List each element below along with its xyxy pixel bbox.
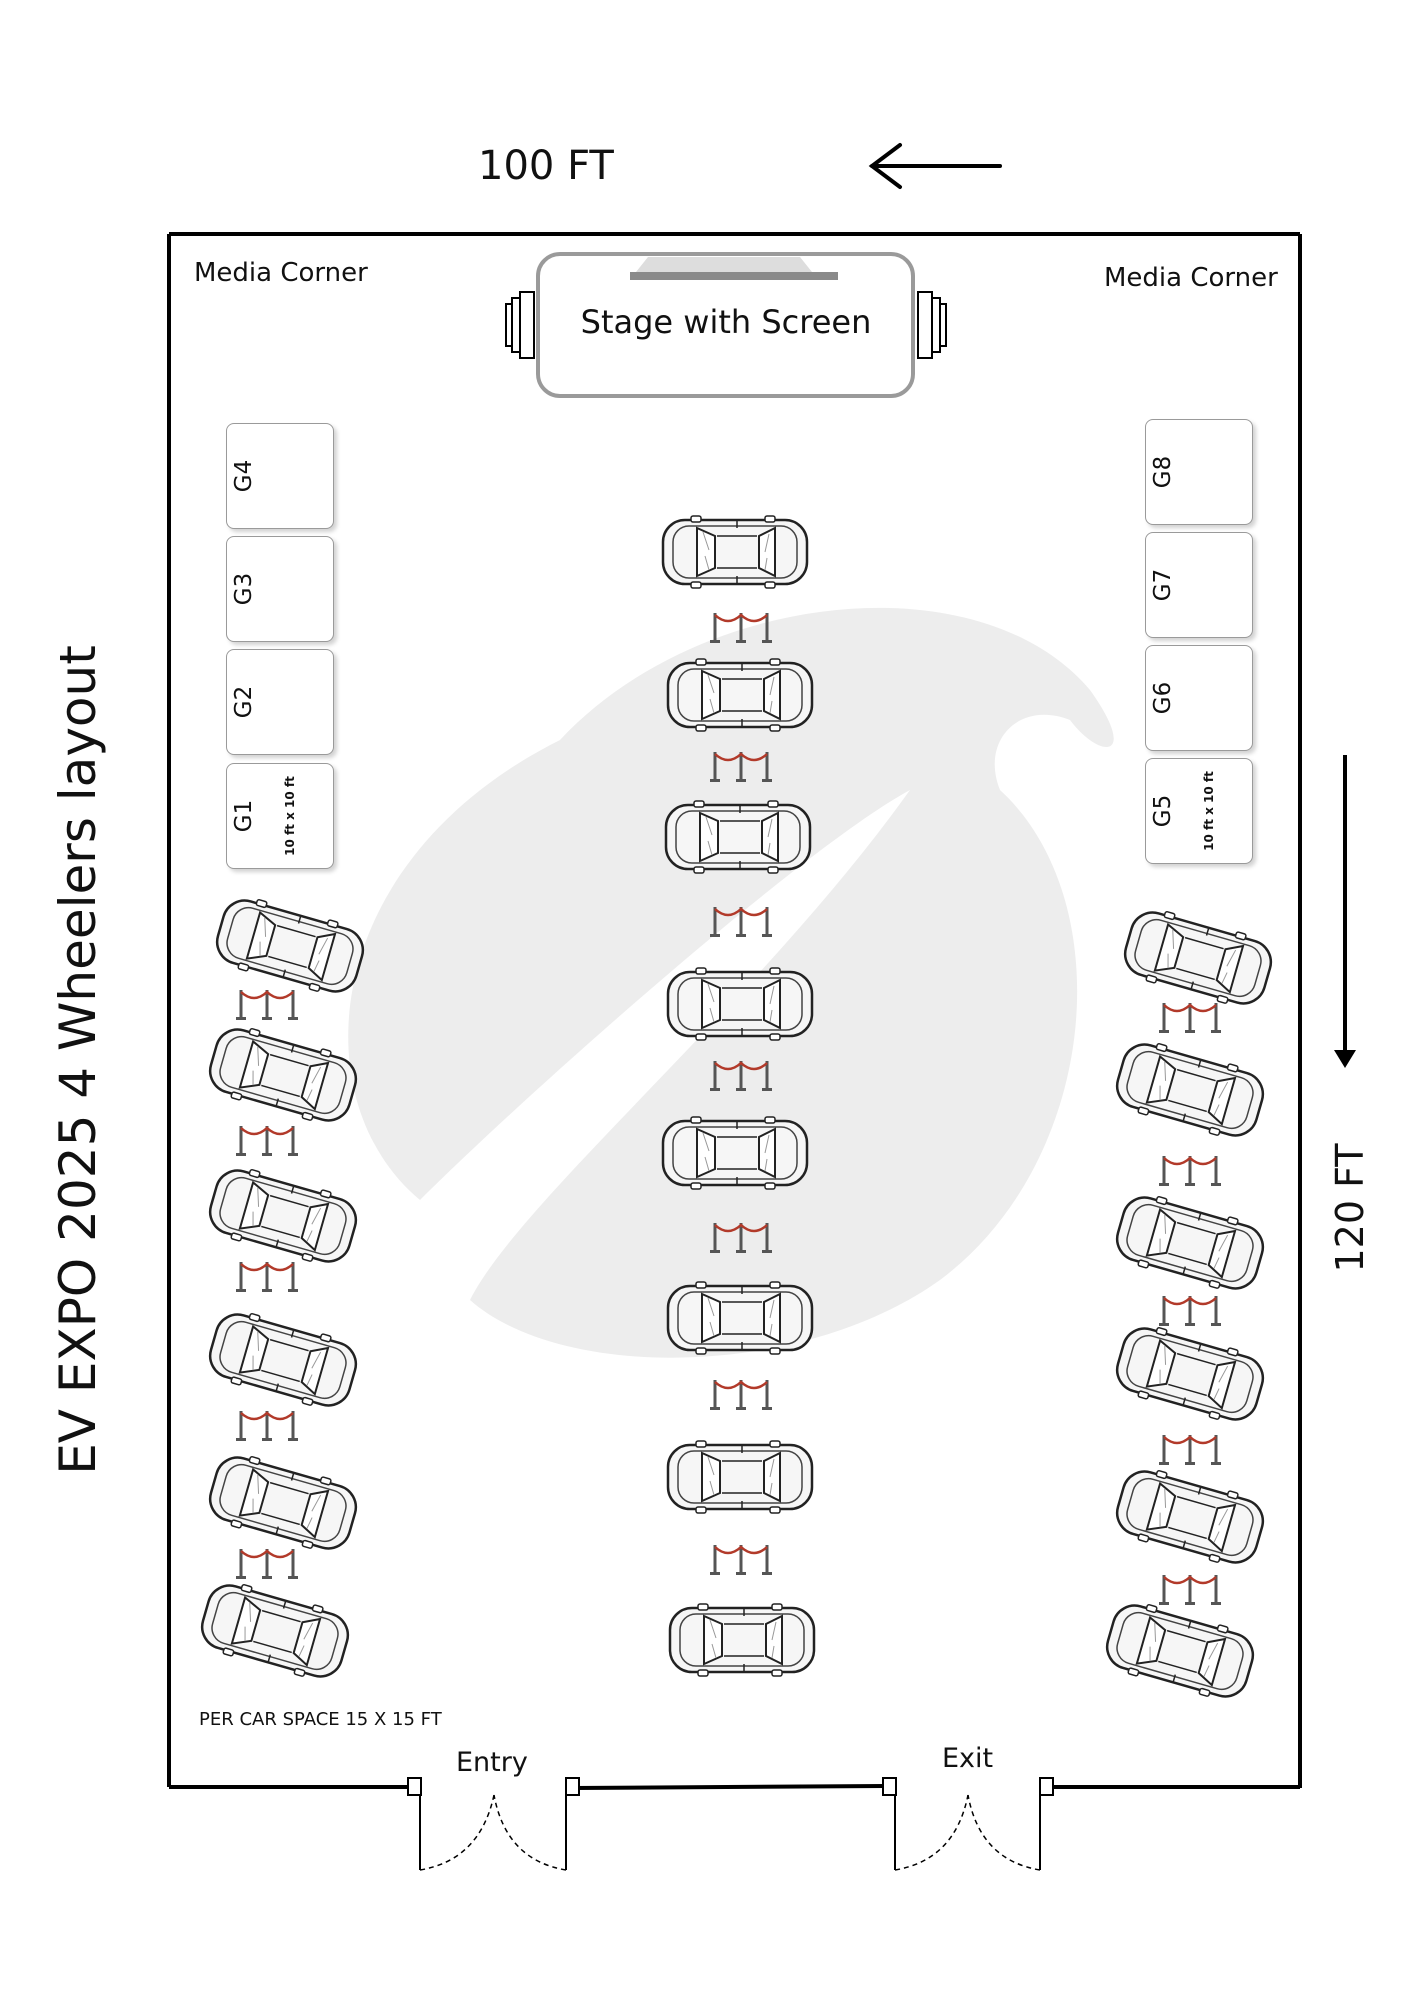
rope-barrier-icon	[1157, 1433, 1223, 1467]
car-icon	[202, 1160, 364, 1272]
car-icon	[666, 966, 814, 1042]
car-icon	[661, 514, 809, 590]
booth-size: 10 ft x 10 ft	[283, 776, 297, 856]
stage-label: Stage with Screen	[580, 303, 872, 341]
car-icon	[209, 890, 371, 1002]
booth-g7: G7	[1145, 532, 1253, 638]
booth-name: G6	[1150, 681, 1176, 715]
car-icon	[1109, 1187, 1271, 1299]
booth-name: G3	[231, 572, 257, 606]
entry-door	[407, 1777, 580, 1871]
booth-g1: G1 10 ft x 10 ft	[226, 763, 334, 869]
rope-barrier-icon	[1157, 1294, 1223, 1328]
car-icon	[1117, 902, 1279, 1014]
rope-barrier-icon	[708, 1543, 774, 1577]
car-icon	[202, 1019, 364, 1131]
speaker-icon	[505, 291, 535, 359]
layout-title: EV EXPO 2025 4 Wheelers layout	[49, 645, 107, 1475]
rope-barrier-icon	[708, 1378, 774, 1412]
rope-barrier-icon	[234, 1124, 300, 1158]
booth-name: G1	[231, 799, 257, 833]
height-dimension-label: 120 FT	[1328, 1143, 1372, 1273]
booth-g6: G6	[1145, 645, 1253, 751]
car-icon	[661, 1115, 809, 1191]
car-icon	[1099, 1595, 1261, 1707]
rope-barrier-icon	[234, 1409, 300, 1443]
arrow-down-icon	[1334, 755, 1356, 1068]
booth-g3: G3	[226, 536, 334, 642]
rope-barrier-icon	[1157, 1001, 1223, 1035]
width-dimension-label: 100 FT	[478, 143, 614, 189]
car-icon	[202, 1447, 364, 1559]
car-icon	[1109, 1461, 1271, 1573]
watermark-logo	[348, 607, 1114, 1358]
stage	[536, 252, 915, 398]
car-icon	[664, 799, 812, 875]
car-space-note: PER CAR SPACE 15 X 15 FT	[199, 1709, 442, 1730]
car-icon	[1109, 1034, 1271, 1146]
car-icon	[202, 1304, 364, 1416]
booth-name: G7	[1150, 568, 1176, 602]
car-icon	[666, 1439, 814, 1515]
media-corner-right: Media Corner	[1104, 263, 1278, 293]
booth-g2: G2	[226, 649, 334, 755]
rope-barrier-icon	[1157, 1573, 1223, 1607]
hall-walls	[167, 232, 1302, 1790]
booth-name: G8	[1150, 455, 1176, 489]
exit-door	[882, 1777, 1054, 1871]
arrow-left-icon	[868, 143, 1002, 189]
booth-name: G5	[1150, 794, 1176, 828]
booth-g8: G8	[1145, 419, 1253, 525]
car-icon	[1109, 1318, 1271, 1430]
booth-name: G2	[231, 685, 257, 719]
rope-barrier-icon	[1157, 1154, 1223, 1188]
booth-name: G4	[231, 459, 257, 493]
booth-g5: G5 10 ft x 10 ft	[1145, 758, 1253, 864]
car-icon	[666, 1280, 814, 1356]
rope-barrier-icon	[234, 1260, 300, 1294]
car-icon	[668, 1602, 816, 1678]
car-icon	[666, 657, 814, 733]
rope-barrier-icon	[234, 1547, 300, 1581]
speaker-icon	[917, 291, 947, 359]
entry-label: Entry	[456, 1747, 528, 1778]
media-corner-left: Media Corner	[194, 258, 368, 288]
booth-size: 10 ft x 10 ft	[1202, 771, 1216, 851]
car-icon	[194, 1575, 356, 1687]
exit-label: Exit	[942, 1743, 994, 1774]
booth-g4: G4	[226, 423, 334, 529]
rope-barrier-icon	[234, 988, 300, 1022]
